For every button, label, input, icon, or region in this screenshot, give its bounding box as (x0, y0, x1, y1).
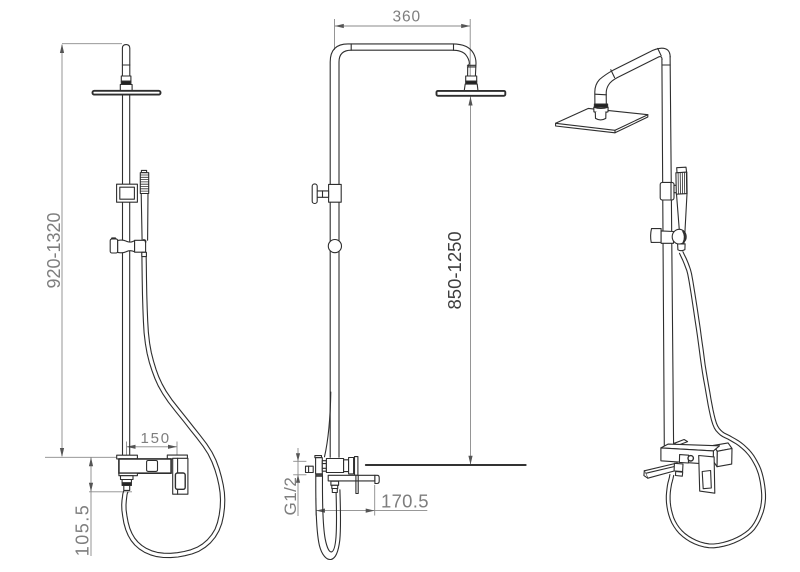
svg-text:360: 360 (393, 8, 422, 25)
svg-text:150: 150 (141, 430, 171, 447)
svg-text:170.5: 170.5 (381, 491, 429, 512)
svg-text:G1/2: G1/2 (281, 477, 300, 516)
svg-text:850-1250: 850-1250 (444, 231, 465, 309)
svg-text:105.5: 105.5 (73, 504, 93, 557)
svg-text:920-1320: 920-1320 (44, 212, 64, 288)
